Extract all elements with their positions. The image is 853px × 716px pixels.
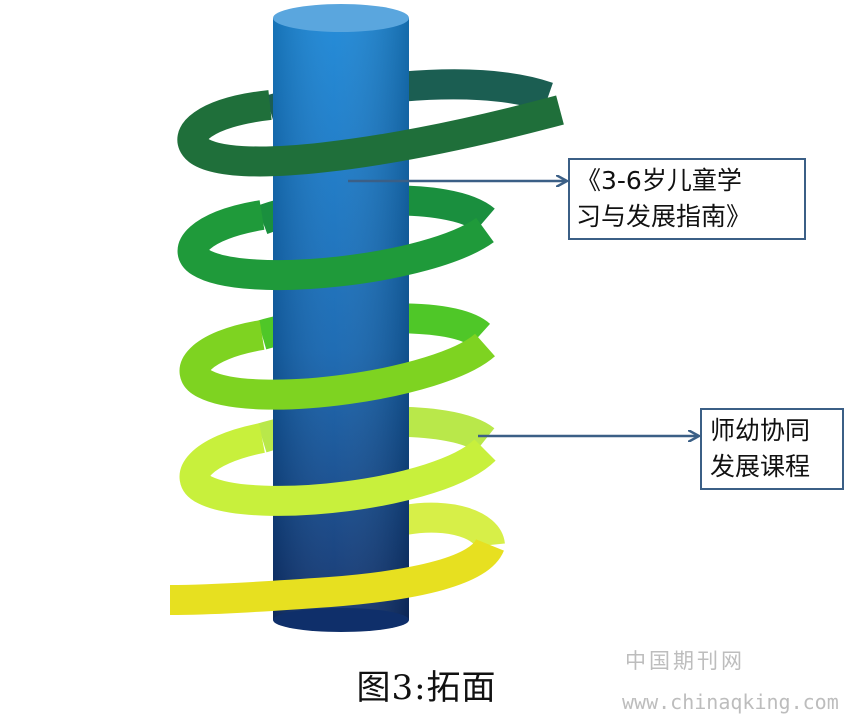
ring-5-front: [169, 537, 504, 615]
guide-label-box: 《3-6岁儿童学 习与发展指南》: [568, 158, 806, 240]
figure-caption: 图3:拓面: [356, 668, 497, 708]
ring-4-front: [179, 423, 496, 516]
watermark-site-name: 中国期刊网: [625, 649, 745, 673]
pillar-cap: [273, 4, 409, 32]
pointer-arrows: [348, 181, 698, 436]
pillar: [273, 4, 409, 632]
course-label-line-2: 发展课程: [710, 452, 811, 481]
course-label-line-1: 师幼协同: [710, 416, 811, 445]
ring-1-front: [177, 90, 564, 177]
guide-label-line-2: 习与发展指南》: [576, 202, 752, 231]
course-label-box: 师幼协同 发展课程: [700, 408, 844, 490]
ring-3-front: [179, 320, 495, 410]
ring-2-front: [177, 200, 494, 291]
spiral-front: [169, 90, 564, 615]
watermark-url: www.chinaqking.com: [622, 690, 839, 714]
guide-label-line-1: 《3-6岁儿童学: [576, 166, 742, 195]
ring-5-back: [402, 502, 505, 549]
